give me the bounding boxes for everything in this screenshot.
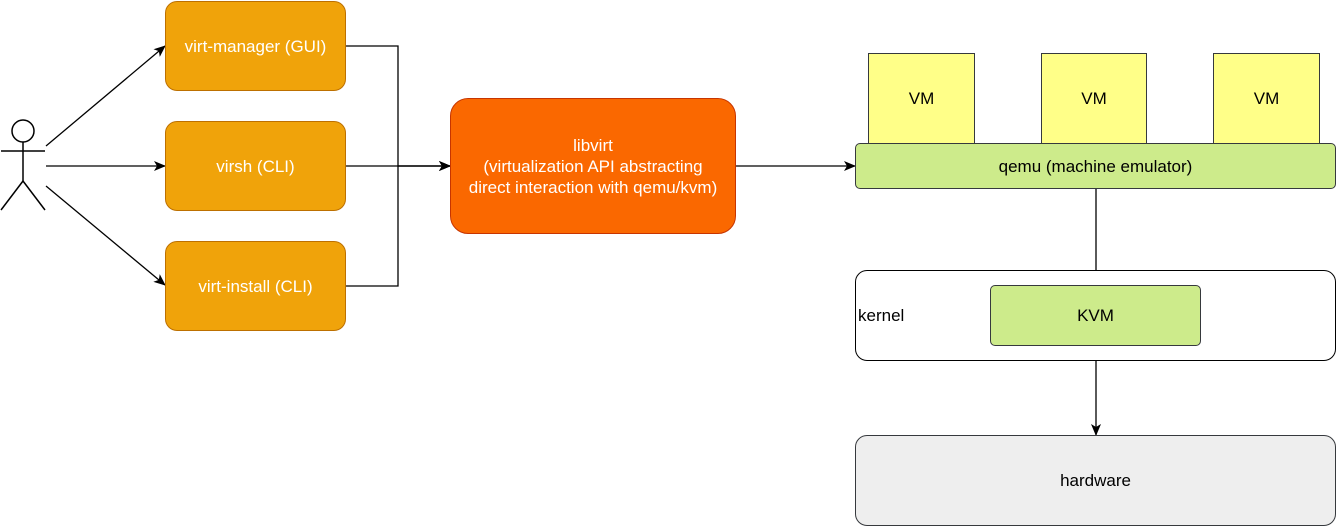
arrow-user-to-virt-manager xyxy=(45,45,166,147)
vm-label-3: VM xyxy=(1253,89,1280,108)
virt-manager-label: virt-manager (GUI) xyxy=(184,36,327,56)
qemu-box: qemu (machine emulator) xyxy=(855,143,1336,189)
arrow-user-to-virt-install xyxy=(45,185,166,286)
virsh-box: virsh (CLI) xyxy=(165,121,346,211)
vm-label-2: VM xyxy=(1081,89,1107,108)
qemu-label: qemu (machine emulator) xyxy=(998,156,1193,176)
libvirt-title: libvirt xyxy=(573,135,613,155)
arrow-virt-manager-to-libvirt xyxy=(346,45,451,171)
virt-install-label: virt-install (CLI) xyxy=(198,276,313,296)
vm-box-1: VM xyxy=(868,53,975,144)
vm-box-2: VM xyxy=(1041,53,1147,144)
libvirt-box: libvirt (virtualization API abstracting … xyxy=(450,98,736,234)
kernel-label: kernel xyxy=(858,306,905,325)
libvirt-description-line-1: (virtualization API abstracting xyxy=(483,156,703,176)
libvirt-description-line-2: direct interaction with qemu/kvm) xyxy=(468,177,718,197)
hardware-label: hardware xyxy=(1060,471,1131,490)
user-actor-icon xyxy=(0,119,46,211)
kvm-box: KVM xyxy=(990,285,1201,346)
arrow-virt-install-to-libvirt xyxy=(346,161,451,287)
vm-label-1: VM xyxy=(908,89,935,108)
vm-box-3: VM xyxy=(1213,53,1320,144)
virsh-label: virsh (CLI) xyxy=(216,156,295,176)
kvm-label: KVM xyxy=(1077,306,1114,325)
virt-manager-box: virt-manager (GUI) xyxy=(165,1,346,91)
virt-install-box: virt-install (CLI) xyxy=(165,241,346,331)
hardware-box: hardware xyxy=(855,435,1336,526)
